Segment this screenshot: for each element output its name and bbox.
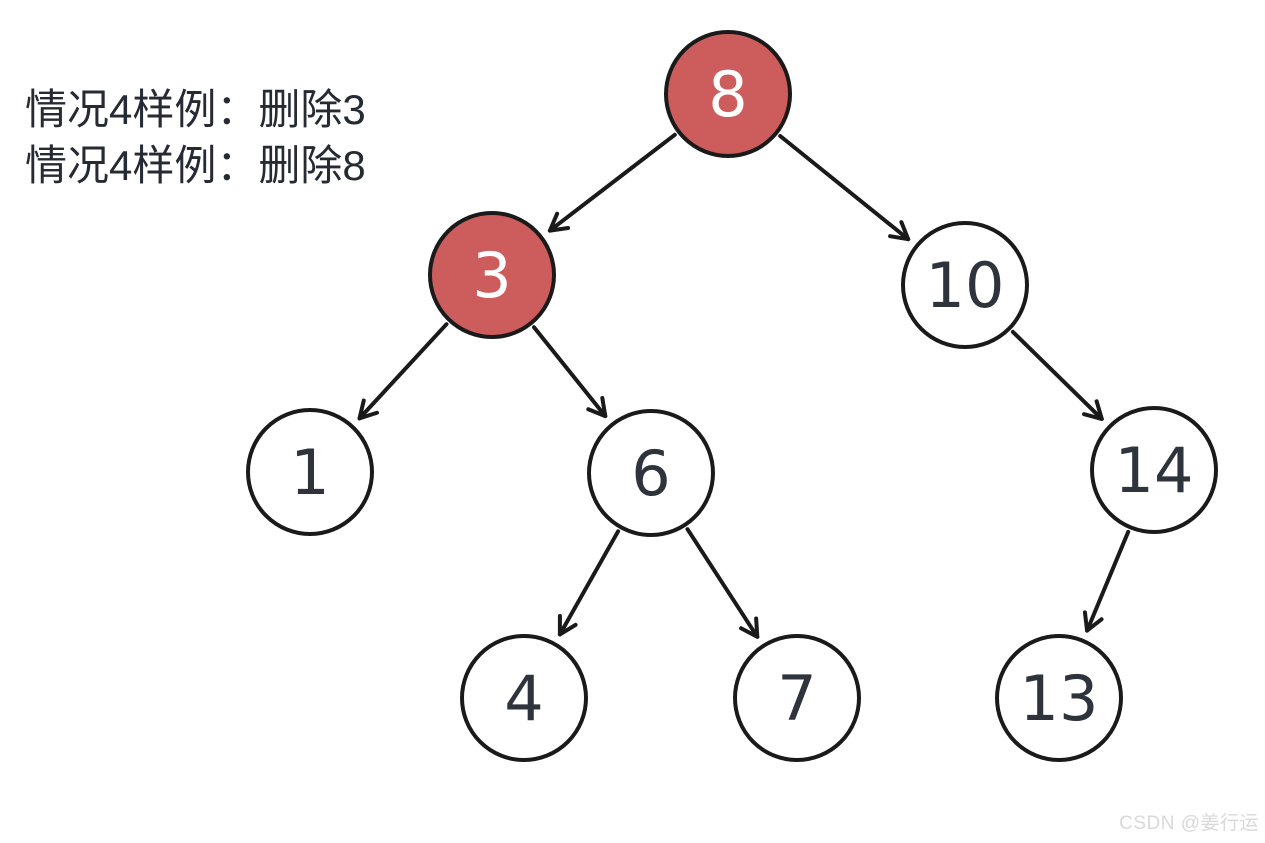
node-circle	[733, 634, 861, 762]
tree-node-8: 8	[664, 30, 792, 158]
node-value: 6	[631, 437, 670, 510]
tree-node-3: 3	[428, 211, 556, 339]
tree-node-6: 6	[587, 409, 715, 537]
edge-8-3	[547, 132, 677, 233]
tree-node-7: 7	[733, 634, 861, 762]
node-circle	[246, 408, 374, 536]
caption-line-1: 情况4样例：删除3	[25, 86, 366, 133]
edges-layer	[357, 132, 1131, 639]
node-value: 8	[708, 58, 747, 131]
edge-3-1	[357, 322, 449, 421]
tree-node-14: 14	[1090, 406, 1218, 534]
node-value: 1	[290, 436, 329, 509]
edge-6-7	[685, 527, 760, 639]
caption-block: 情况4样例：删除3 情况4样例：删除8	[25, 82, 366, 194]
node-circle	[995, 634, 1123, 762]
edge-14-13	[1082, 529, 1131, 633]
node-value: 14	[1115, 434, 1194, 507]
node-circle	[1090, 406, 1218, 534]
tree-node-13: 13	[995, 634, 1123, 762]
node-circle	[460, 634, 588, 762]
caption-line-2: 情况4样例：删除8	[25, 142, 366, 189]
edge-8-10	[778, 134, 911, 242]
node-circle	[901, 221, 1029, 349]
node-value: 10	[926, 249, 1005, 322]
tree-node-1: 1	[246, 408, 374, 536]
node-value: 13	[1020, 662, 1099, 735]
watermark: CSDN @姜行运	[1119, 813, 1259, 834]
edge-3-6	[532, 325, 608, 419]
node-value: 3	[472, 239, 511, 312]
tree-node-10: 10	[901, 221, 1029, 349]
node-circle	[428, 211, 556, 339]
edge-6-4	[557, 529, 621, 637]
node-value: 4	[504, 662, 543, 735]
tree-node-4: 4	[460, 634, 588, 762]
node-circle	[587, 409, 715, 537]
nodes-layer: 8 3 10 1 6 14 4 7 13	[246, 30, 1218, 762]
node-value: 7	[777, 662, 816, 735]
edge-10-14	[1010, 329, 1104, 421]
node-circle	[664, 30, 792, 158]
